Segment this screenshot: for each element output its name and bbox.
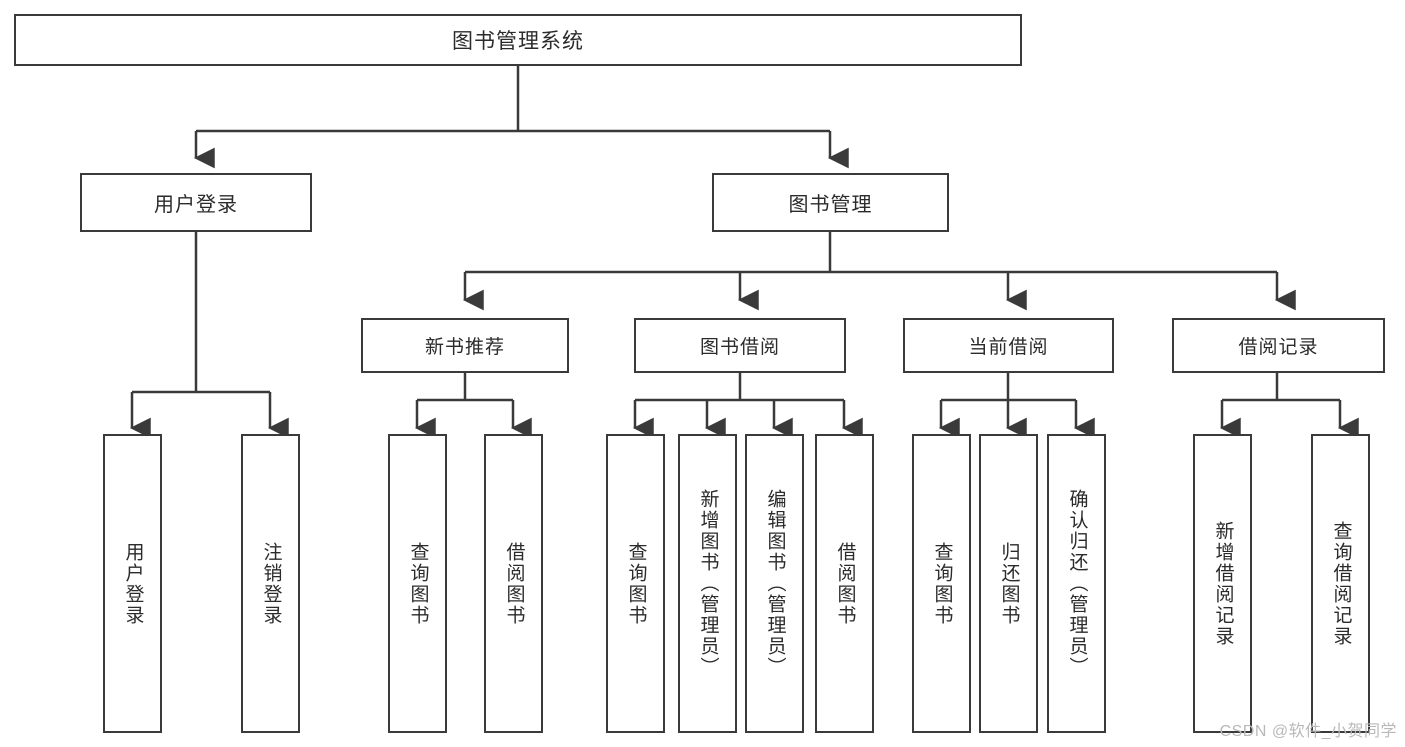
node-book-borrow-label: 图书借阅 <box>699 337 780 358</box>
node-book-management-label: 图书管理 <box>788 194 873 216</box>
leaf-label: 新增借阅记录 <box>1212 520 1234 647</box>
leaf-current-borrow-confirm[interactable]: 确认归还（管理员） <box>1047 434 1106 733</box>
node-current-borrow[interactable]: 当前借阅 <box>903 318 1114 373</box>
leaf-label: 用户登录 <box>122 541 144 626</box>
node-current-borrow-label: 当前借阅 <box>968 337 1049 358</box>
node-borrow-record[interactable]: 借阅记录 <box>1172 318 1385 373</box>
leaf-user-login-login[interactable]: 用户登录 <box>103 434 162 733</box>
leaf-label: 查询借阅记录 <box>1330 520 1352 647</box>
leaf-label: 借阅图书 <box>503 541 525 626</box>
node-root-label: 图书管理系统 <box>452 30 584 53</box>
leaf-new-book-borrow[interactable]: 借阅图书 <box>484 434 543 733</box>
leaf-label: 确认归还（管理员） <box>1066 489 1088 678</box>
leaf-book-borrow-edit[interactable]: 编辑图书（管理员） <box>745 434 804 733</box>
leaf-label: 新增图书（管理员） <box>697 489 719 678</box>
leaf-book-borrow-query[interactable]: 查询图书 <box>606 434 665 733</box>
leaf-current-borrow-query[interactable]: 查询图书 <box>912 434 971 733</box>
node-book-borrow[interactable]: 图书借阅 <box>634 318 846 373</box>
leaf-new-book-query[interactable]: 查询图书 <box>388 434 447 733</box>
leaf-book-borrow-add[interactable]: 新增图书（管理员） <box>678 434 737 733</box>
node-root[interactable]: 图书管理系统 <box>14 14 1022 66</box>
leaf-book-borrow-borrow[interactable]: 借阅图书 <box>815 434 874 733</box>
node-user-login[interactable]: 用户登录 <box>80 173 312 232</box>
leaf-label: 归还图书 <box>998 541 1020 626</box>
leaf-borrow-record-query[interactable]: 查询借阅记录 <box>1311 434 1370 733</box>
leaf-label: 编辑图书（管理员） <box>764 489 786 678</box>
leaf-borrow-record-add[interactable]: 新增借阅记录 <box>1193 434 1252 733</box>
leaf-label: 借阅图书 <box>834 541 856 626</box>
node-new-book-recommend[interactable]: 新书推荐 <box>361 318 569 373</box>
csdn-watermark: CSDN @软件_小贺同学 <box>1219 723 1397 740</box>
leaf-label: 查询图书 <box>407 541 429 626</box>
node-book-management[interactable]: 图书管理 <box>712 173 949 232</box>
node-borrow-record-label: 借阅记录 <box>1238 337 1319 358</box>
leaf-user-login-logout[interactable]: 注销登录 <box>241 434 300 733</box>
leaf-label: 注销登录 <box>260 541 282 626</box>
leaf-current-borrow-return[interactable]: 归还图书 <box>979 434 1038 733</box>
leaf-label: 查询图书 <box>931 541 953 626</box>
leaf-label: 查询图书 <box>625 541 647 626</box>
node-user-login-label: 用户登录 <box>154 194 238 216</box>
node-new-book-recommend-label: 新书推荐 <box>424 337 505 358</box>
